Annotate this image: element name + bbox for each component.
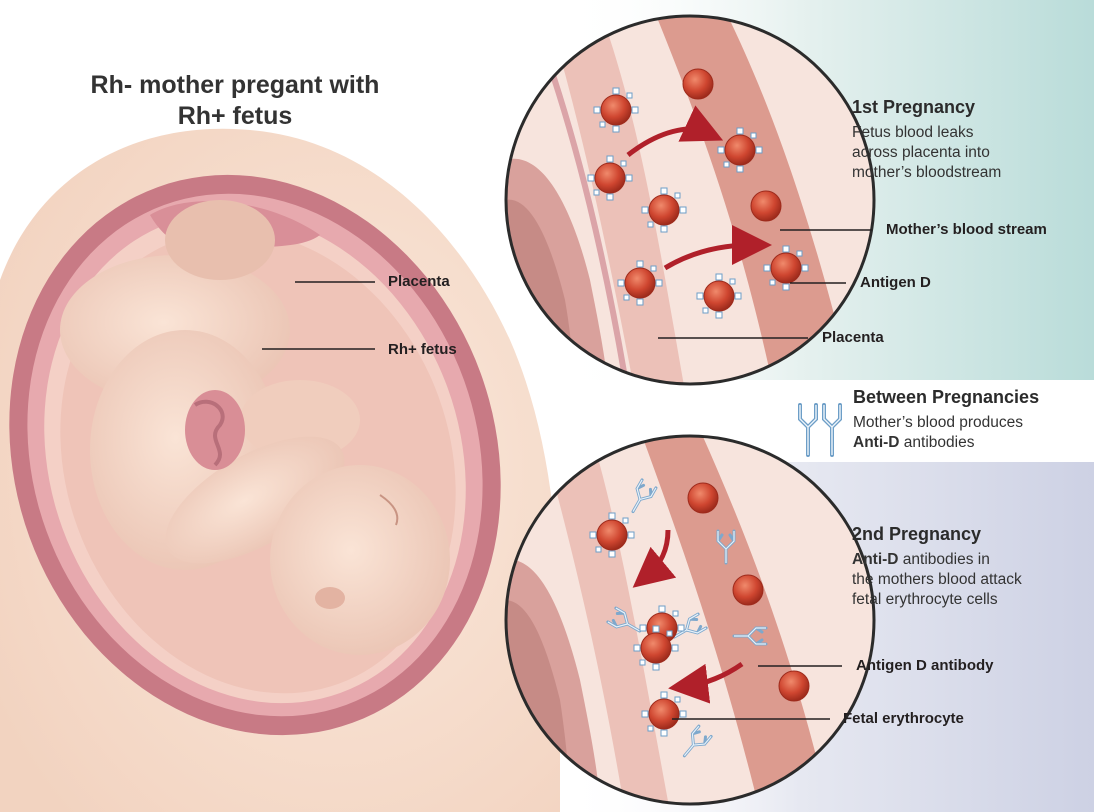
antibodies-in-text: antibodies in: [898, 550, 990, 568]
antibody-legend-icon: [798, 403, 842, 457]
antibodies-text: antibodies: [899, 433, 975, 451]
fetal-erythrocyte-label: Fetal erythrocyte: [843, 710, 964, 727]
fetus: [60, 200, 450, 655]
mothers-blood-stream-label: Mother’s blood stream: [886, 221, 1047, 238]
second-pregnancy-line1: Anti-D antibodies in: [852, 550, 1092, 570]
attack-arrow-2: [668, 661, 744, 704]
antigen-d-antibody-label: Antigen D antibody: [856, 657, 994, 674]
first-pregnancy-line1: Fetus blood leaks: [852, 123, 974, 141]
anti-d-bold-2: Anti-D: [852, 550, 899, 568]
second-pregnancy-line2: the mothers blood attack: [852, 570, 1022, 588]
second-pregnancy-line3: fetal erythrocyte cells: [852, 590, 998, 608]
second-pregnancy-heading: 2nd Pregnancy: [852, 524, 982, 544]
between-pregnancies-heading: Between Pregnancies: [853, 387, 1040, 407]
antigen-d-label: Antigen D: [860, 274, 931, 291]
second-pregnancy-block: 2nd Pregnancy Anti-D antibodies in the m…: [852, 523, 1092, 610]
between-pregnancies-block: Between Pregnancies Mother’s blood produ…: [853, 386, 1093, 453]
leak-arrow-1: [626, 105, 724, 157]
anti-d-bold: Anti-D: [853, 433, 900, 451]
placenta-label: Placenta: [388, 273, 450, 290]
rh-fetus-label: Rh+ fetus: [388, 341, 457, 358]
first-pregnancy-heading: 1st Pregnancy: [852, 97, 976, 117]
leak-arrow-2: [663, 225, 772, 271]
attack-arrow-1: [632, 529, 677, 588]
first-pregnancy-block: 1st Pregnancy Fetus blood leaks across p…: [852, 96, 1092, 183]
placenta-circle-label: Placenta: [822, 329, 884, 346]
first-pregnancy-line2: across placenta into: [852, 143, 990, 161]
between-pregnancies-line2: Anti-D antibodies: [853, 433, 1093, 453]
page-title: Rh- mother pregant with Rh+ fetus: [90, 71, 380, 131]
first-pregnancy-line3: mother’s bloodstream: [852, 163, 1002, 181]
between-pregnancies-line1: Mother’s blood produces: [853, 413, 1024, 431]
